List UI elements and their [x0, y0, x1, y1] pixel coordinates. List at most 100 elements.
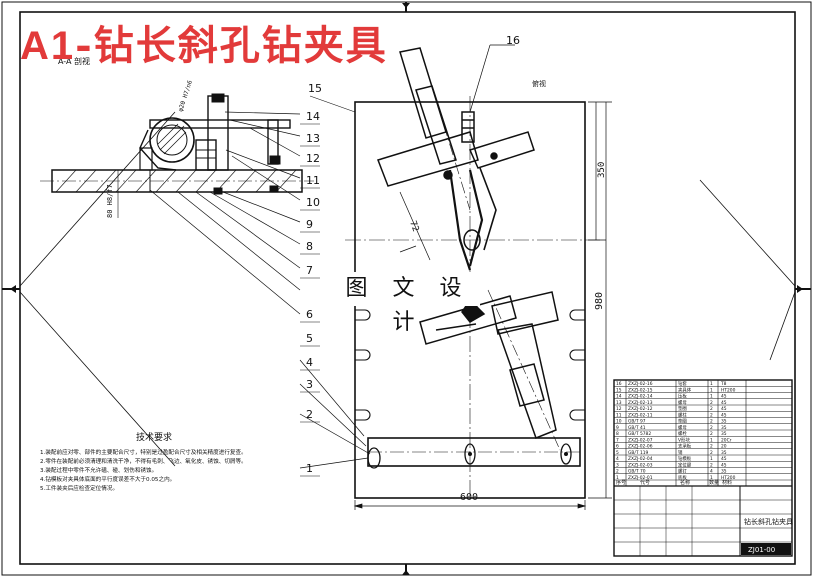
bom-cell: HT200: [721, 387, 736, 393]
bom-header-no: 序号: [616, 479, 626, 486]
bom-cell: 底板: [678, 474, 687, 481]
angle-dimension: 72: [407, 220, 420, 234]
bom-cell: ZXZJ-02-07: [628, 437, 653, 443]
bom-cell: T8: [720, 381, 727, 387]
bom-cell: 45: [721, 412, 727, 418]
drawing-format-code: A1: [20, 24, 76, 68]
bom-cell: 4: [616, 456, 619, 462]
bom-cell: 2: [710, 406, 713, 412]
bom-cell: 夹具体: [678, 386, 692, 393]
balloon-16: 16: [506, 34, 520, 47]
bom-cell: 1: [710, 394, 713, 400]
balloon-13: 13: [306, 132, 320, 145]
bom-cell: V形块: [678, 436, 690, 443]
bom-cell: 45: [721, 400, 727, 406]
bom-cell: 垫圈: [678, 405, 687, 412]
bom-cell: 11: [616, 412, 622, 418]
bom-cell: 2: [710, 462, 713, 468]
bom-cell: 35: [721, 469, 727, 475]
bom-header-material: 材料: [722, 479, 732, 486]
drawing-banner: A1-钻长斜孔钻夹具: [20, 22, 388, 70]
bom-cell: 2: [616, 469, 619, 475]
bom-cell: 垫圈: [678, 418, 687, 425]
tech-requirements-heading: 技术要求: [136, 431, 172, 443]
bom-header-code: 代号: [640, 479, 650, 486]
bom-cell: 45: [721, 456, 727, 462]
bom-cell: 15: [616, 387, 622, 393]
bom-cell: 1: [710, 437, 713, 443]
upper-dimension: 350: [597, 162, 607, 178]
bom-cell: 12: [616, 406, 622, 412]
bom-cell: 2: [710, 400, 713, 406]
plan-view: [345, 47, 600, 500]
bom-cell: GB/T 70: [628, 469, 646, 475]
balloon-15: 15: [308, 82, 322, 95]
bom-cell: GB/T 119: [628, 450, 649, 456]
balloon-9: 9: [306, 218, 313, 231]
bom-cell: 钻套: [678, 380, 687, 387]
bom-cell: 1: [710, 387, 713, 393]
workpiece-section: [149, 117, 195, 163]
bom-cell: 6: [616, 444, 619, 450]
balloon-3: 3: [306, 378, 313, 391]
bom-cell: 支承板: [678, 443, 692, 450]
bom-cell: GB/T 5782: [628, 431, 651, 437]
tech-requirement-4: 4.钻模板对夹具体底面的平行度误差不大于0.05之内。: [40, 475, 175, 483]
bom-cell: 13: [616, 400, 622, 406]
bom-cell: ZXZJ-02-15: [628, 387, 653, 393]
dia-dimension: φ20 H7/n6: [177, 79, 194, 112]
bom-cell: 45: [721, 394, 727, 400]
bom-cell: 销: [678, 449, 683, 456]
balloon-14: 14: [306, 110, 320, 123]
tech-requirement-3: 3.装配过程中零件不允许磕、碰、划伤和锈蚀。: [40, 466, 157, 474]
height-dimension: 980: [594, 292, 605, 310]
section-view-label: A-A 剖视: [58, 56, 90, 66]
bom-cell: 45: [721, 406, 727, 412]
bom-cell: 45: [721, 462, 727, 468]
bom-cell: 2: [710, 450, 713, 456]
bom-cell: 20Cr: [721, 437, 732, 443]
bom-header-name: 名称: [680, 479, 690, 486]
balloon-10: 10: [306, 196, 320, 209]
bom-cell: 8: [616, 431, 619, 437]
tech-requirement-2: 2.零件在装配前必须清理和清洗干净，不得有毛刺、飞边、氧化皮、锈蚀、切屑等。: [40, 457, 247, 465]
bom-cell: ZXZJ-02-13: [628, 400, 653, 406]
bom-cell: 2: [710, 444, 713, 450]
bom-cell: 10: [616, 419, 622, 425]
frame-triangles: [10, 3, 803, 575]
banner-title: -钻长斜孔钻夹具: [75, 22, 388, 69]
upper-bushing-assembly: [377, 47, 535, 271]
balloon-6: 6: [306, 308, 313, 321]
bom-cell: 螺母: [678, 424, 687, 431]
tech-requirement-5: 5.工件装夹后应检查定位情况。: [40, 484, 118, 492]
bom-cell: 20: [721, 444, 727, 450]
bom-cell: 1: [710, 475, 713, 481]
bom-cell: GB/T 97: [628, 419, 646, 425]
bom-cell: 35: [721, 425, 727, 431]
bom-cell: ZXZJ-02-11: [628, 412, 653, 418]
bom-cell: 9: [616, 425, 619, 431]
drawing-code: ZJ01-00: [748, 546, 775, 554]
tech-requirement-1: 1.装配前应对零、部件的主要配合尺寸，特别是过盈配合尺寸及相关精度进行复查。: [40, 448, 247, 456]
bom-cell: ZXZJ-02-06: [628, 444, 653, 450]
bom-cell: 35: [721, 431, 727, 437]
balloon-1: 1: [306, 462, 313, 475]
bom-cell: ZXZJ-02-12: [628, 406, 653, 412]
bom-cell: 35: [721, 450, 727, 456]
bom-cell: 2: [710, 431, 713, 437]
bom-cell: 3: [616, 462, 619, 468]
bom-cell: 1: [710, 381, 713, 387]
bom-cell: 2: [710, 419, 713, 425]
bom-cell: 压板: [678, 393, 687, 400]
bom-cell: 螺栓: [678, 430, 687, 437]
balloon-2: 2: [306, 408, 313, 421]
bom-cell: 螺钉: [678, 468, 687, 475]
bom-cell: ZXZJ-02-03: [628, 462, 653, 468]
balloon-11: 11: [306, 174, 320, 187]
bom-cell: 2: [710, 425, 713, 431]
bom-cell: 螺母: [678, 399, 687, 406]
view-label: 俯视: [532, 79, 546, 88]
dimension-lines: [353, 101, 612, 510]
